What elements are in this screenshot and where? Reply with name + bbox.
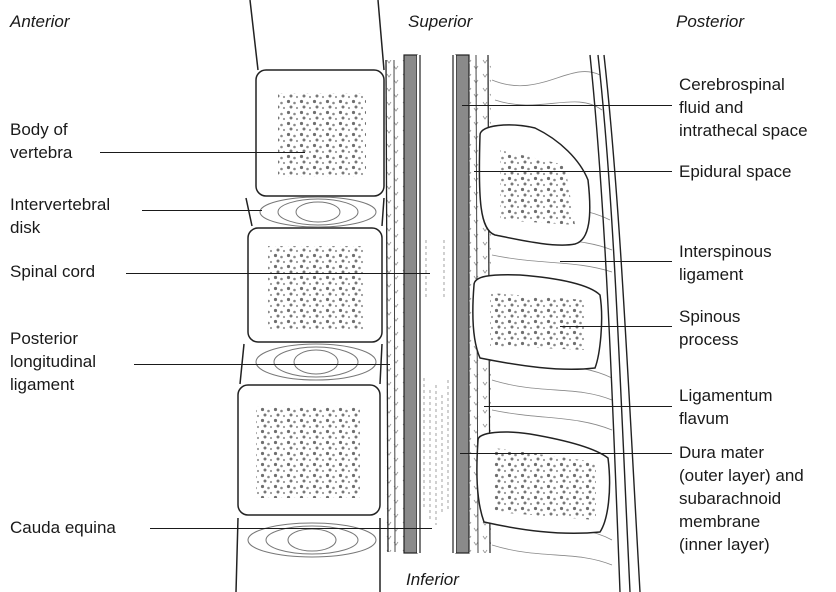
direction-inferior: Inferior [406, 570, 459, 590]
leader-line-interspinous-ligament [560, 261, 672, 262]
posterior-longitudinal-ligament [384, 60, 404, 552]
leader-line-ligamentum-flavum [484, 406, 672, 407]
direction-anterior: Anterior [10, 12, 70, 32]
label-posterior-longitudinal-ligament: Posterior longitudinal ligament [10, 327, 96, 396]
label-cerebrospinal-fluid: Cerebrospinal fluid and intrathecal spac… [679, 73, 808, 142]
direction-superior: Superior [408, 12, 472, 32]
leader-line-cerebrospinal-fluid [462, 105, 672, 106]
spinous-processes [473, 125, 610, 533]
leader-line-epidural-space [474, 171, 672, 172]
label-body-of-vertebra: Body of vertebra [10, 118, 72, 164]
label-spinous-process: Spinous process [679, 305, 740, 351]
vertebral-bodies [236, 0, 384, 592]
label-ligamentum-flavum: Ligamentum flavum [679, 384, 773, 430]
leader-line-spinous-process [560, 326, 672, 327]
label-epidural-space: Epidural space [679, 160, 791, 183]
leader-line-cauda-equina [150, 528, 432, 529]
label-dura-mater: Dura mater (outer layer) and subarachnoi… [679, 441, 804, 556]
leader-line-intervertebral-disk [142, 210, 262, 211]
label-spinal-cord: Spinal cord [10, 260, 95, 283]
leader-line-spinal-cord [126, 273, 430, 274]
spinal-canal [404, 55, 469, 553]
leader-line-body-of-vertebra [100, 152, 305, 153]
label-intervertebral-disk: Intervertebral disk [10, 193, 110, 239]
direction-posterior: Posterior [676, 12, 744, 32]
label-interspinous-ligament: Interspinous ligament [679, 240, 772, 286]
leader-line-dura-mater [460, 453, 672, 454]
leader-line-posterior-longitudinal-ligament [134, 364, 390, 365]
label-cauda-equina: Cauda equina [10, 516, 116, 539]
